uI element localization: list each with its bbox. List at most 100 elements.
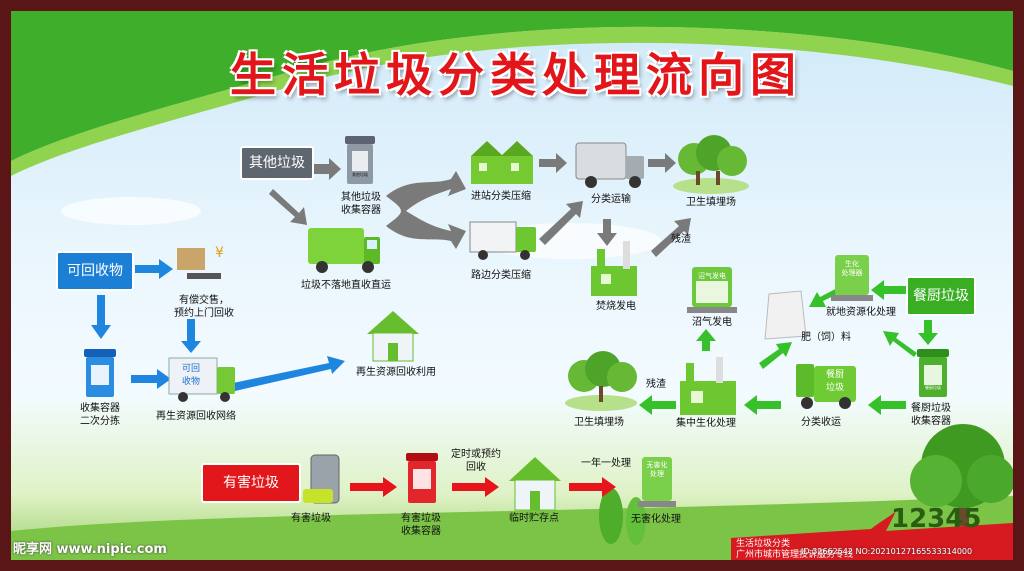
- arrow-network-to-use: [233, 356, 345, 391]
- top-light-swoosh: [11, 26, 1013, 177]
- harmless-sign-icon: [638, 457, 676, 507]
- background-art: ¥: [11, 11, 1013, 560]
- arrow-bin-to-network: [131, 369, 171, 389]
- arrow-trade-down: [181, 319, 201, 353]
- kitchen-bin-icon: [917, 349, 949, 397]
- poster-canvas: ¥: [11, 11, 1013, 560]
- landfill-top-icon: [673, 135, 749, 194]
- green-arrows: [639, 280, 938, 415]
- local-sign-text: 生化 处理器: [841, 260, 863, 277]
- roadside-truck-icon: [469, 221, 536, 260]
- label-recycle-use: 再生资源回收利用: [356, 367, 436, 378]
- page-title: 生活垃圾分类处理流向图: [230, 48, 802, 102]
- label-biogas: 沼气发电: [692, 317, 732, 328]
- other-bin-icon: [345, 136, 375, 184]
- arrow-kitchen-down: [918, 320, 938, 345]
- label-paid-trade: 有偿交售， 预约上门回收: [174, 295, 234, 319]
- arrow-kitchen-to-local: [871, 280, 908, 300]
- footer-line2: 广州市城市管理投诉服务专线: [736, 550, 854, 560]
- truck-label-kitchen: 餐厨 垃圾: [825, 370, 844, 393]
- arrow-recycle-to-trade: [135, 259, 173, 279]
- red-arrows: [350, 477, 616, 497]
- arrow-haz-3: [569, 477, 616, 497]
- haz-barrel-icon: [303, 454, 340, 504]
- category-hazardous: 有害垃圾: [201, 463, 301, 503]
- footer-banner: [731, 511, 1013, 560]
- label-local-process: 就地资源化处理: [826, 307, 896, 318]
- harmless-sign-text: 无害化 处理: [646, 461, 668, 478]
- arrow-central-to-fert: [759, 342, 792, 369]
- label-class-transport: 分类运输: [591, 194, 631, 205]
- kitchen-truck-icon: [796, 364, 856, 409]
- arrow-bin-to-collect: [868, 395, 906, 415]
- gray-arrows: [269, 153, 691, 257]
- category-kitchen: 餐厨垃圾: [906, 276, 976, 316]
- cloud: [61, 197, 201, 225]
- label-one-year: 一年一处理: [581, 458, 631, 469]
- fertilizer-bag-icon: [764, 290, 807, 340]
- compactor-truck-icon: [575, 142, 644, 188]
- direct-truck-icon: [308, 228, 380, 273]
- hotline-number: 12345: [891, 504, 982, 534]
- label-scheduled: 定时或预约 回收: [451, 449, 501, 473]
- label-incineration: 焚烧发电: [596, 301, 636, 312]
- arrow-station-to-truck: [539, 153, 567, 173]
- arrow-central-to-landfill: [639, 395, 676, 415]
- arrow-haz-1: [350, 477, 397, 497]
- arrow-roadside-up: [539, 201, 583, 245]
- recycle-truck-icon: [168, 357, 235, 402]
- trade-box-icon: ¥: [177, 245, 224, 279]
- category-recyclable: 可回收物: [56, 251, 134, 291]
- local-sign-icon: [831, 255, 873, 301]
- label-kitchen-collect: 分类收运: [801, 417, 841, 428]
- bin-kitchen-label: 餐厨垃圾: [925, 385, 941, 390]
- label-landfill-bottom: 卫生填埋场: [574, 417, 624, 428]
- label-fertilizer: 肥（饲）料: [801, 332, 851, 343]
- label-residue-bottom: 残渣: [646, 379, 666, 390]
- label-harmless: 无害化处理: [631, 514, 681, 525]
- label-station: 进站分类压缩: [471, 191, 531, 202]
- arrow-truck-to-landfill: [648, 153, 676, 173]
- watermark-left: 昵享网 www.nipic.com: [13, 542, 167, 557]
- biogas-sign-icon: [687, 267, 737, 313]
- arrow-other-to-bin: [309, 158, 341, 180]
- arrow-recycle-down: [91, 295, 111, 339]
- recycle-bin-icon: [84, 349, 116, 397]
- label-temp-storage: 临时贮存点: [509, 513, 559, 524]
- arrow-other-to-truck: [269, 189, 307, 225]
- label-haz-item: 有害垃圾: [291, 513, 331, 524]
- label-other-bin: 其他垃圾 收集容器: [341, 192, 381, 216]
- label-direct-truck: 垃圾不落地直收直运: [301, 280, 391, 291]
- shrub: [626, 497, 646, 545]
- recycle-use-house-icon: [367, 311, 419, 362]
- truck-label-recycle: 可回 收物: [181, 364, 200, 387]
- svg-text:¥: ¥: [215, 245, 224, 261]
- arrow-cross: [386, 171, 466, 249]
- label-recycle-network: 再生资源回收网络: [156, 411, 236, 422]
- temp-storage-house-icon: [509, 457, 561, 511]
- label-landfill-top: 卫生填埋场: [686, 197, 736, 208]
- top-green-swoosh: [11, 11, 1013, 161]
- arrow-bin-to-local: [883, 331, 917, 357]
- biogas-sign-text: 沼气发电: [698, 272, 726, 280]
- central-factory-icon: [680, 357, 736, 415]
- label-roadside: 路边分类压缩: [471, 270, 531, 281]
- arrow-incin-to-landfill: [651, 218, 691, 257]
- incineration-icon: [591, 241, 637, 296]
- footer-line1: 生活垃圾分类: [736, 539, 791, 549]
- arrow-central-to-biogas: [696, 329, 716, 351]
- category-other: 其他垃圾: [240, 146, 314, 180]
- haz-bin-icon: [406, 453, 438, 503]
- bin-other-label: 其他垃圾: [352, 172, 368, 177]
- label-central: 集中生化处理: [676, 418, 736, 429]
- label-residue-top: 残渣: [671, 234, 691, 245]
- label-collect-secondary: 收集容器 二次分拣: [80, 403, 120, 427]
- arrow-transport-down: [597, 219, 617, 246]
- label-kitchen-bin: 餐厨垃圾 收集容器: [911, 403, 951, 427]
- station-icon: [471, 141, 533, 184]
- arrow-haz-2: [452, 477, 499, 497]
- shrub: [599, 488, 623, 544]
- label-haz-bin: 有害垃圾 收集容器: [401, 513, 441, 537]
- arrow-collect-to-central: [744, 395, 781, 415]
